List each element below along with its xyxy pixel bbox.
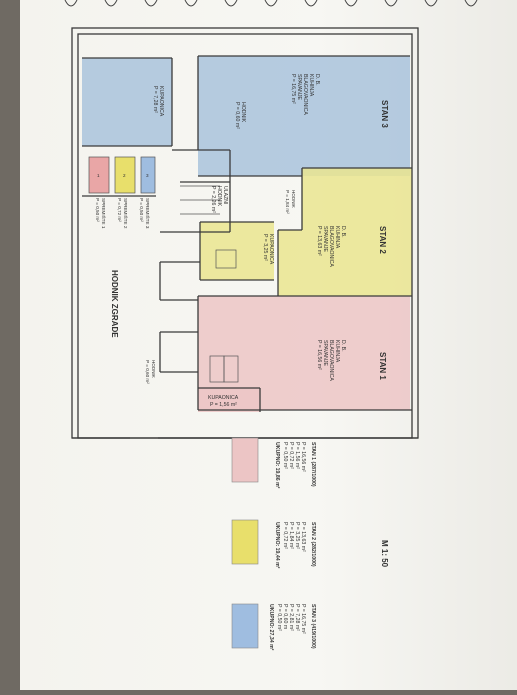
ulazni-hodnik-name2: HODNIK	[216, 186, 222, 207]
legend-stan3-heading: STAN 3 (419/1000)	[310, 604, 316, 649]
stan1-room-line-3: BLAGOVAONICA	[328, 340, 334, 381]
legend-stan3-value-4: P = 0,60 m	[282, 604, 288, 629]
spiral-binding	[64, 0, 478, 7]
kupaonica1-name: KUPAONICA	[208, 395, 239, 401]
storage-3-fill	[141, 157, 155, 193]
stan3-area: P = 16,75 m²	[290, 74, 296, 104]
kupaonica1-fill	[198, 388, 260, 412]
hodnik1-area: P = 0,60 m²	[145, 360, 150, 384]
kupaonica2-name: KUPAONICA	[268, 234, 274, 265]
stan2-fill	[278, 168, 412, 296]
stan1-area: P = 16,56 m²	[316, 340, 322, 370]
legend-stan3-value-5: P = 0,50 m²	[276, 604, 282, 631]
stan3-fill	[198, 56, 410, 176]
legend-stan1-total: UKUPNO: 19,86 m²	[274, 442, 280, 489]
legend-stan1-heading: STAN 1 (287/1000)	[310, 442, 316, 487]
storage-3-label: SPREMIŠTE 3	[145, 198, 151, 229]
legend-stan2-total: UKUPNO: 19,44 m²	[274, 522, 280, 569]
hodnik1-name: HODNIK	[151, 360, 156, 379]
storage-1-area: P = 0,50 m²	[95, 198, 100, 222]
stan1-room-line-2: KUHINJA	[334, 340, 340, 363]
stan1-room-line-4: SPAVANJE	[322, 340, 328, 366]
legend-stan3-value-1: P = 16,75 m²	[300, 604, 306, 634]
storage-2-number: 2	[123, 173, 126, 178]
corridor-label: HODNIK ZGRADE	[110, 270, 119, 338]
hodnik2-area: P = 1,84 m²	[285, 190, 290, 214]
legend-stan2-value-2: P = 3,25 m²	[294, 522, 300, 549]
legend-stan1-value-2: P = 1,56 m²	[294, 442, 300, 469]
legend-stan2-value-1: P = 13,63 m²	[300, 522, 306, 552]
storage-1-label: SPREMIŠTE 1	[101, 198, 107, 229]
legend-stan1-value-3: P = 0,72 m²	[288, 442, 294, 469]
legend-stan2-value-3: P = 1,84 m²	[288, 522, 294, 549]
kupaonica2-area: P = 3,25 m²	[262, 234, 268, 261]
stan2-room-line-2: KUHINJA	[334, 226, 340, 249]
legend-swatch-stan1	[231, 437, 259, 483]
storage-2-fill	[115, 157, 135, 193]
kupaonica3-area: P = 7,28 m²	[152, 86, 158, 113]
legend-stan1-value-4: P = 0,50 m²	[282, 442, 288, 469]
stan3-room-line-1: D. B.	[314, 74, 320, 86]
stan1-room-line-1: D. B.	[340, 340, 346, 352]
ulazni-hodnik-area: P = 2,26 m²	[210, 186, 216, 213]
legend-stan1-value-1: P = 16,56 m²	[300, 442, 306, 472]
storage-3-area: P = 0,50 m²	[139, 198, 144, 222]
legend-stan3-total: UKUPNO: 27,34 m²	[268, 604, 274, 651]
legend-swatch-stan2	[231, 519, 259, 565]
legend-stan2-heading: STAN 2 (282/1000)	[310, 522, 316, 567]
legend-swatch-stan3	[231, 603, 259, 649]
storage-1-fill	[89, 157, 109, 193]
stan3-title: STAN 3	[380, 100, 389, 128]
stan2-title: STAN 2	[378, 226, 387, 254]
ulazni-hodnik-name1: ULAZNI	[222, 186, 228, 204]
hodnik3-name: HODNIK	[240, 102, 246, 123]
kupaonica1-area: P = 1,56 m²	[210, 402, 237, 408]
stan2-area: P = 13,63 m²	[316, 226, 322, 256]
stan3-room-line-3: BLAGOVAONICA	[302, 74, 308, 115]
legend-stan3-value-2: P = 7,28 m²	[294, 604, 300, 631]
stan3-room-line-2: KUHINJA	[308, 74, 314, 97]
storage-2-area: P = 0,72 m²	[117, 198, 122, 222]
kupaonica3-name: KUPAONICA	[158, 86, 164, 117]
paper-sheet: STAN 3 D. B. KUHINJA BLAGOVAONICA SPAVAN…	[20, 0, 517, 690]
storage-1-number: 1	[97, 173, 100, 178]
stan3-room-line-4: SPAVANJE	[296, 74, 302, 100]
stan1-title: STAN 1	[378, 352, 387, 380]
kupaonica3-fill	[82, 58, 172, 146]
hodnik2-name: HODNIK	[291, 190, 296, 209]
stan2-room-line-1: D. B.	[340, 226, 346, 238]
storage-2-label: SPREMIŠTE 2	[123, 198, 129, 229]
floor-plan: STAN 3 D. B. KUHINJA BLAGOVAONICA SPAVAN…	[64, 0, 478, 651]
legend-stan2-value-4: P = 0,72 m²	[282, 522, 288, 549]
stan2-room-line-3: BLAGOVAONICA	[328, 226, 334, 267]
stan2-room-line-4: SPAVANJE	[322, 226, 328, 252]
scale-label: M 1: 50	[380, 540, 389, 568]
storage-3-number: 3	[146, 173, 149, 178]
legend-stan3-value-3: P = 2,81 m²	[288, 604, 294, 631]
hodnik3-area: P = 0,60 m²	[234, 102, 240, 129]
